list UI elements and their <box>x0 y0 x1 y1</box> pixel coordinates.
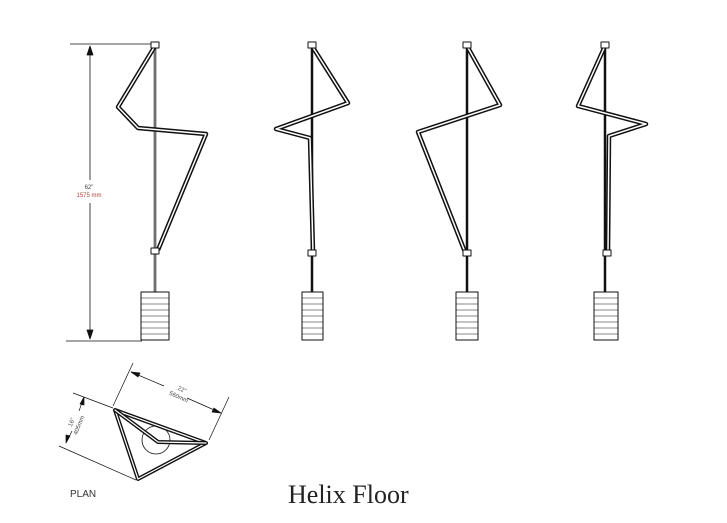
plan-view <box>58 362 230 481</box>
elevation-view-3 <box>415 41 503 341</box>
plan-label: PLAN <box>70 489 97 500</box>
elevation-view-4 <box>575 41 649 341</box>
height-millimeters: 1575 mm <box>76 193 102 199</box>
height-dimension <box>66 43 155 342</box>
height-dimension-label: 62" 1575 mm <box>72 184 106 200</box>
elevation-view-1 <box>115 41 209 341</box>
elevation-view-2 <box>273 41 351 341</box>
height-inches: 62" <box>84 185 94 191</box>
page-title: Helix Floor <box>288 480 409 509</box>
